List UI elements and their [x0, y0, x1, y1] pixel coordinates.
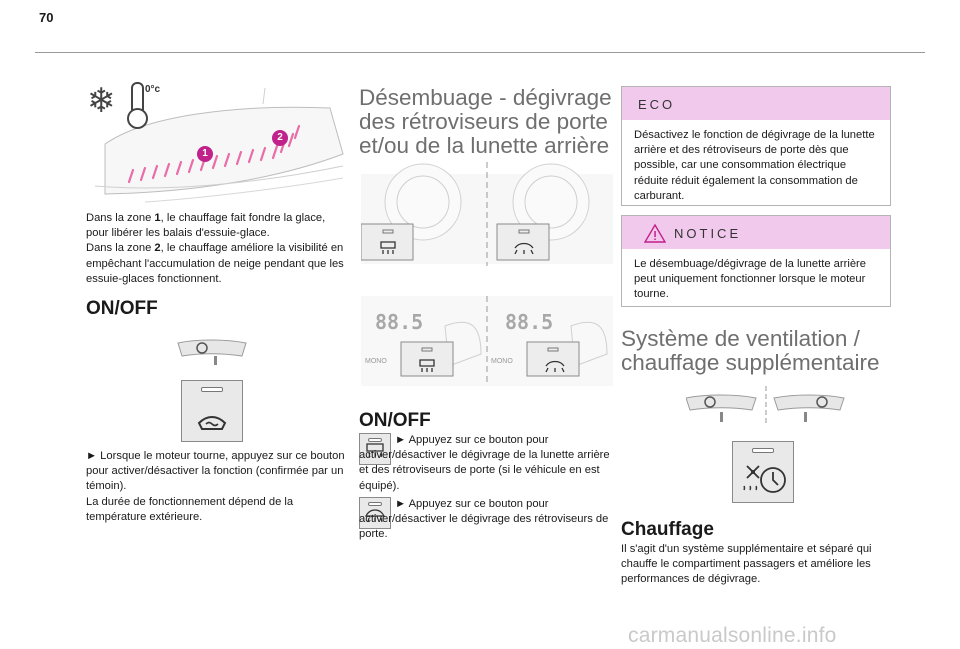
windscreen-defrost-icon	[197, 416, 227, 430]
right-section-title: Système de ventilation / chauffage suppl…	[621, 326, 880, 375]
display-readout-1: 88.5	[375, 310, 424, 334]
eco-box-header: ECO	[622, 87, 890, 120]
page-number: 70	[39, 10, 54, 25]
indicator-led	[752, 448, 774, 453]
warning-icon	[644, 223, 666, 243]
left-instructions: ► Lorsque le moteur tourne, appuyez sur …	[86, 450, 345, 523]
heating-heading: Chauffage	[621, 519, 714, 540]
header-rule	[35, 52, 925, 53]
mirror-defrost-button-small[interactable]	[359, 497, 391, 529]
display-readout-2: 88.5	[505, 310, 554, 334]
fan-timer-icon	[743, 465, 786, 493]
mirror-icons-pair	[685, 384, 846, 428]
indicator-led	[368, 502, 382, 506]
thermometer-label: 0°c	[145, 84, 161, 95]
notice-box: NOTICE Le désembuage/dégivrage de la lun…	[621, 215, 891, 307]
watermark: carmanualsonline.info	[628, 624, 837, 647]
notice-box-header: NOTICE	[622, 216, 890, 249]
left-onoff-heading: ON/OFF	[86, 298, 158, 319]
middle-onoff-heading: ON/OFF	[359, 410, 431, 431]
windscreen-drawing	[94, 87, 344, 203]
notice-label: NOTICE	[674, 226, 742, 241]
mirror-defrost-icon	[364, 509, 386, 523]
mono-label-2: MONO	[491, 358, 513, 365]
rear-defrost-button-small[interactable]	[359, 433, 391, 465]
windscreen-heat-button[interactable]	[181, 380, 243, 442]
zone-marker-1: 1	[197, 146, 213, 162]
console-illustration-bottom: 88.5 88.5 MONO MONO	[361, 296, 613, 386]
middle-instr-1: ► Appuyez sur ce bouton pour activer/dés…	[359, 434, 610, 492]
rear-view-mirror-icon	[176, 338, 248, 368]
thermometer-bulb	[127, 108, 148, 129]
windscreen-illustration: ❄ 0°c 1 2	[85, 74, 345, 208]
left-intro-text: Dans la zone 1, le chauffage fait fondre…	[86, 212, 344, 285]
indicator-led	[201, 387, 223, 392]
mono-label-1: MONO	[365, 358, 387, 365]
zone-marker-2: 2	[272, 130, 288, 146]
heating-text: Il s'agit d'un système supplémentaire et…	[621, 543, 872, 586]
notice-text: Le désembuage/dégivrage de la lunette ar…	[634, 258, 866, 301]
indicator-led	[368, 438, 382, 442]
middle-section-title: Désembuage - dégivrage des rétroviseurs …	[359, 85, 612, 158]
console-illustration-top	[360, 162, 613, 266]
eco-label: ECO	[638, 97, 676, 112]
middle-instr-2: ► Appuyez sur ce bouton pour activer/dés…	[359, 498, 609, 541]
eco-text: Désactivez le fonction de dégivrage de l…	[634, 129, 875, 202]
rear-window-defrost-icon	[366, 443, 384, 458]
snowflake-icon: ❄	[87, 82, 116, 120]
auxiliary-heating-button[interactable]	[732, 441, 794, 503]
eco-box: ECO Désactivez le fonction de dégivrage …	[621, 86, 891, 206]
